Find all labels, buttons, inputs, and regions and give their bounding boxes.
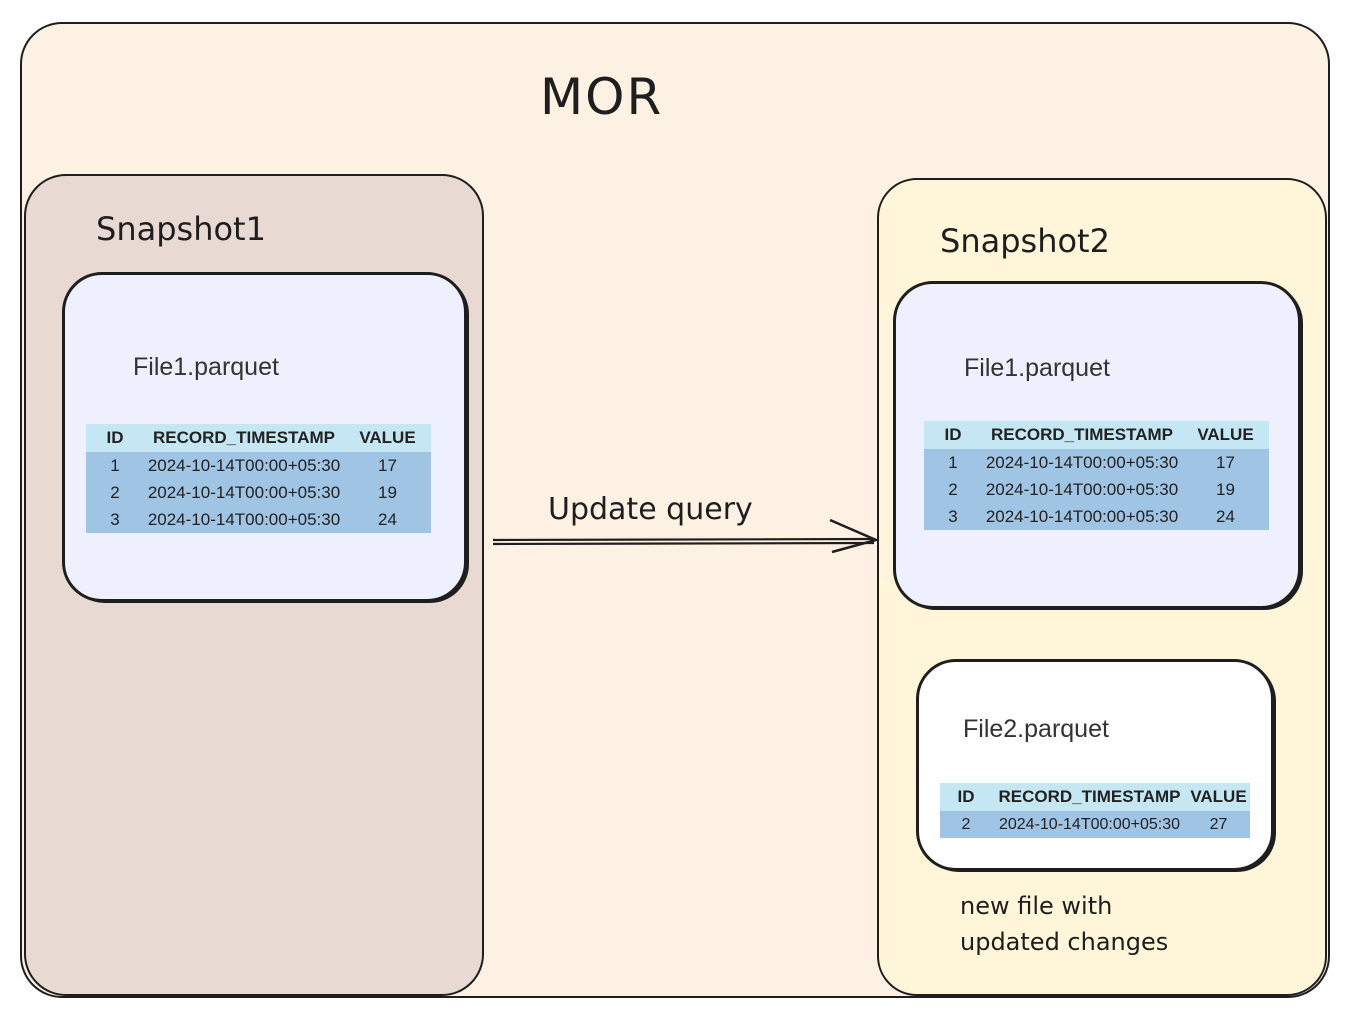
table-cell-value: 24 bbox=[344, 506, 431, 533]
table-cell-record-timestamp: 2024-10-14T00:00+05:30 bbox=[144, 479, 344, 506]
column-header: ID bbox=[940, 783, 992, 811]
snapshot1-label: Snapshot1 bbox=[96, 210, 266, 248]
note-line-2: updated changes bbox=[960, 928, 1169, 956]
column-header: ID bbox=[924, 421, 982, 449]
table-cell-value: 24 bbox=[1182, 503, 1269, 530]
table-cell-id: 1 bbox=[86, 452, 144, 479]
table-cell-value: 17 bbox=[1182, 449, 1269, 476]
table-cell-value: 19 bbox=[1182, 476, 1269, 503]
table-cell-value: 17 bbox=[344, 452, 431, 479]
table-cell-record-timestamp: 2024-10-14T00:00+05:30 bbox=[992, 811, 1187, 838]
update-arrow bbox=[492, 518, 880, 554]
arrow-label: Update query bbox=[548, 492, 753, 527]
snapshot2-label: Snapshot2 bbox=[940, 222, 1110, 260]
table-cell-record-timestamp: 2024-10-14T00:00+05:30 bbox=[982, 503, 1182, 530]
table-cell-id: 2 bbox=[940, 811, 992, 838]
column-header: VALUE bbox=[344, 424, 431, 452]
table-cell-record-timestamp: 2024-10-14T00:00+05:30 bbox=[982, 449, 1182, 476]
note-line-1: new file with bbox=[960, 892, 1113, 920]
table-cell-id: 1 bbox=[924, 449, 982, 476]
column-header: RECORD_TIMESTAMP bbox=[992, 783, 1187, 811]
table-cell-id: 2 bbox=[924, 476, 982, 503]
table-cell-record-timestamp: 2024-10-14T00:00+05:30 bbox=[144, 452, 344, 479]
table-cell-value: 27 bbox=[1187, 811, 1250, 838]
diagram-title: MOR bbox=[540, 68, 664, 126]
file2-note: new file with updated changes bbox=[960, 888, 1168, 960]
column-header: VALUE bbox=[1182, 421, 1269, 449]
table-cell-id: 3 bbox=[86, 506, 144, 533]
table-cell-value: 19 bbox=[344, 479, 431, 506]
column-header: RECORD_TIMESTAMP bbox=[982, 421, 1182, 449]
table-cell-record-timestamp: 2024-10-14T00:00+05:30 bbox=[144, 506, 344, 533]
arrow-shaft bbox=[492, 537, 876, 546]
snapshot2-file1-name: File1.parquet bbox=[964, 354, 1110, 382]
table-cell-record-timestamp: 2024-10-14T00:00+05:30 bbox=[982, 476, 1182, 503]
column-header: RECORD_TIMESTAMP bbox=[144, 424, 344, 452]
table-cell-id: 2 bbox=[86, 479, 144, 506]
snapshot1-file1-name: File1.parquet bbox=[133, 353, 279, 381]
snapshot2-file2-name: File2.parquet bbox=[963, 715, 1109, 743]
table-cell-id: 3 bbox=[924, 503, 982, 530]
arrow-head bbox=[829, 518, 880, 554]
snapshot2-file2-box bbox=[916, 659, 1274, 871]
column-header: VALUE bbox=[1187, 783, 1250, 811]
column-header: ID bbox=[86, 424, 144, 452]
